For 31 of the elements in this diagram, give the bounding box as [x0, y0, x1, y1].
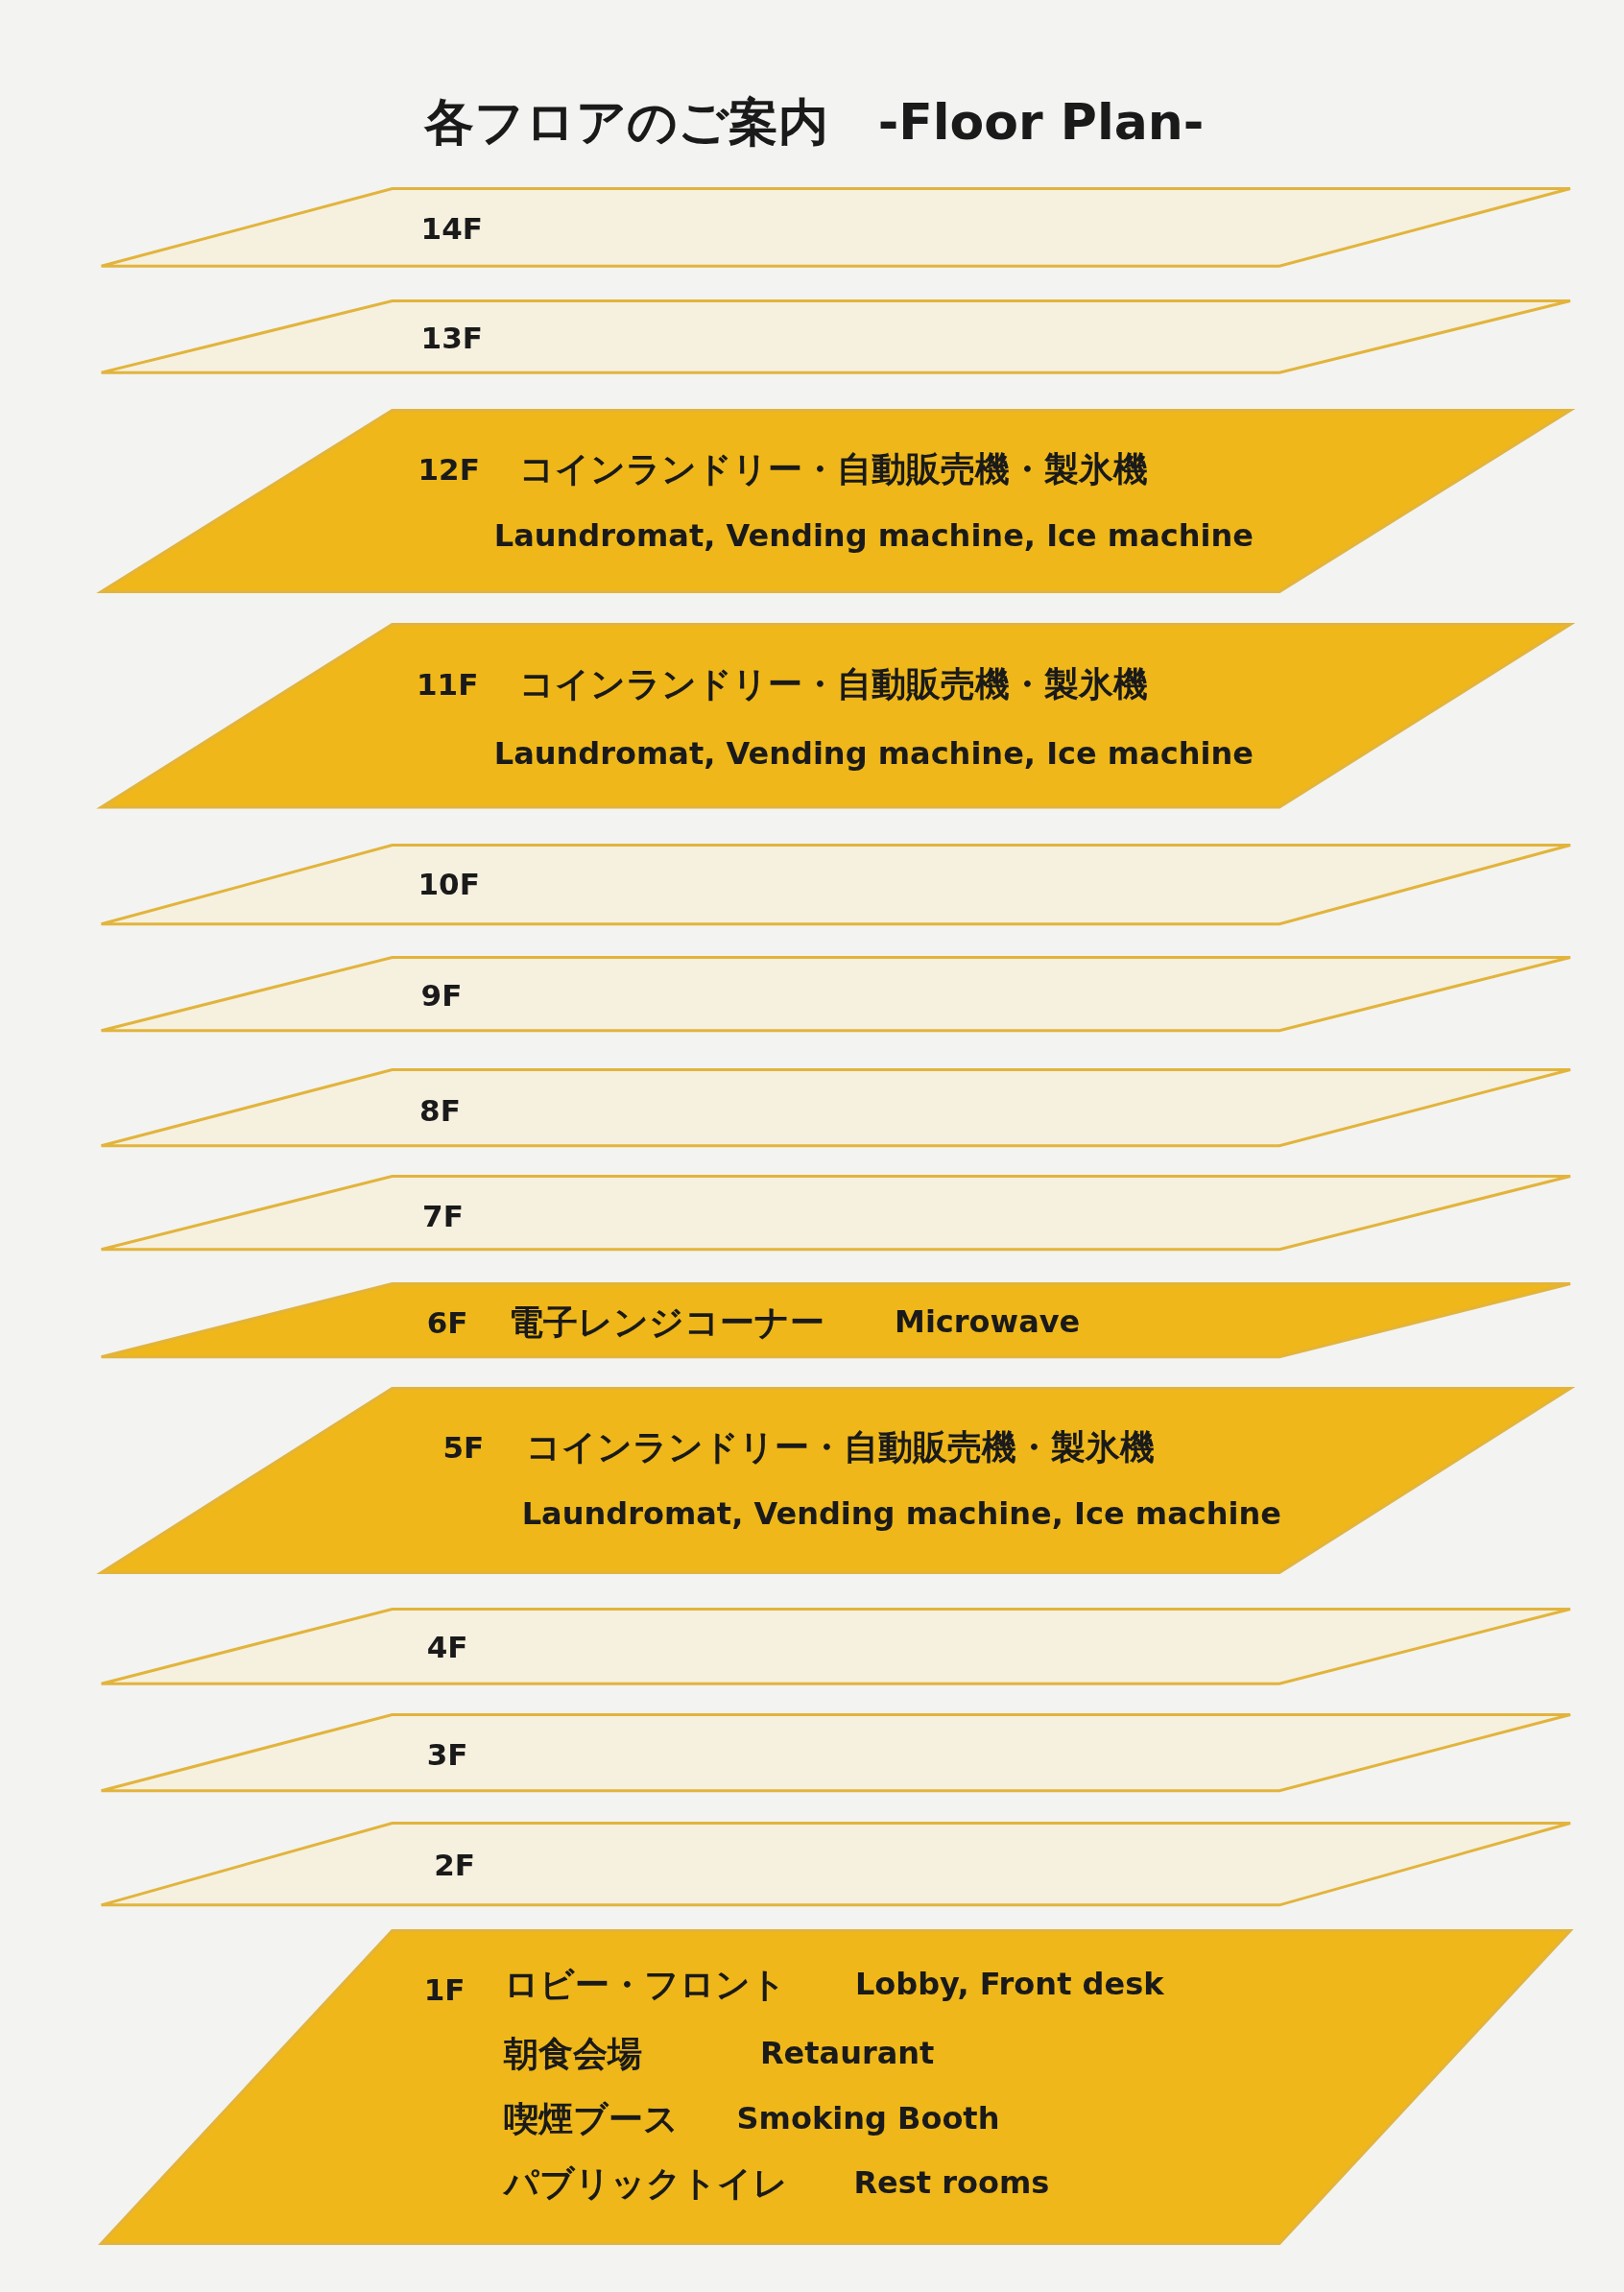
facility-name: Lobby, Front desk [854, 1968, 1164, 2002]
facility-name: コインランドリー・自動販売機・製氷機 [518, 450, 1148, 489]
floor-number: 7F [422, 1200, 464, 1233]
facility-name: Retaurant [759, 2037, 935, 2071]
floor-number: 5F [442, 1430, 485, 1464]
facility-name: Laundromat, Vending machine, Ice machine [493, 519, 1254, 554]
floor-number: 1F [423, 1972, 466, 2006]
facility-name: 朝食会場 [504, 2034, 643, 2073]
floor-number: 6F [426, 1306, 468, 1340]
floor-number: 4F [426, 1631, 468, 1664]
floor-number: 10F [418, 868, 480, 901]
facility-name: コインランドリー・自動販売機・製氷機 [526, 1427, 1156, 1467]
facility-name: 喫煙ブース [504, 2100, 680, 2139]
floor-number: 14F [420, 211, 483, 245]
facility-name: Laundromat, Vending machine, Ice machine [493, 737, 1254, 772]
facility-name: Laundromat, Vending machine, Ice machine [521, 1497, 1281, 1532]
page-title: 各フロアのご案内 -Floor Plan- [423, 95, 1205, 151]
floor-number: 12F [418, 452, 480, 486]
facility-name: Rest rooms [853, 2166, 1050, 2201]
facility-name: ロビー・フロント [504, 1966, 787, 2004]
facility-name: Microwave [895, 1305, 1081, 1340]
facility-name: Smoking Booth [736, 2102, 1000, 2137]
facility-name: パブリックトイレ [504, 2164, 789, 2204]
facility-name: コインランドリー・自動販売機・製氷機 [518, 664, 1148, 704]
floor-number: 13F [420, 321, 483, 354]
floor-number: 9F [420, 979, 463, 1013]
facility-name: 電子レンジコーナー [508, 1303, 824, 1343]
floor-number: 11F [417, 667, 479, 701]
floor-number: 2F [434, 1849, 476, 1882]
floor-number: 8F [419, 1094, 461, 1128]
floor-number: 3F [426, 1737, 468, 1771]
